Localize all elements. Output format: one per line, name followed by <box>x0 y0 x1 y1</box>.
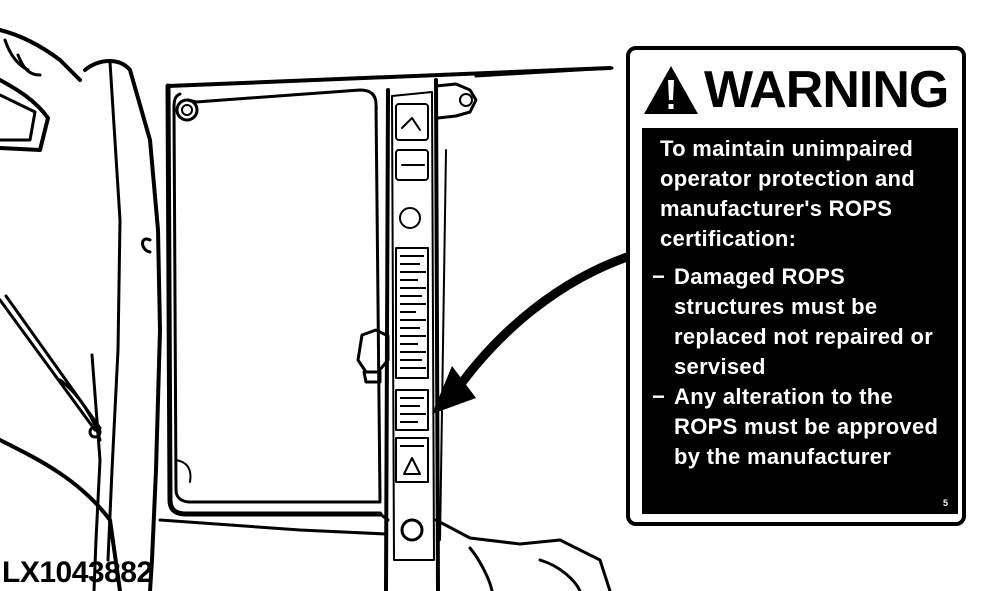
warning-item-text: Any alteration to the ROPS must be appro… <box>674 384 939 469</box>
warning-item-text: Damaged ROPS structures must be replaced… <box>674 264 934 379</box>
dash-outline <box>0 28 82 82</box>
dash-marker: − <box>652 264 666 289</box>
warning-item: − Damaged ROPS structures must be replac… <box>652 262 948 382</box>
warning-item: − Any alteration to the ROPS must be app… <box>652 382 948 472</box>
b-pillar <box>384 88 390 591</box>
figure-id: LX1043882 <box>2 556 153 589</box>
warning-triangle-icon <box>644 66 698 114</box>
warning-message-panel: To maintain unimpaired operator protecti… <box>642 128 958 514</box>
warning-label: WARNING To maintain unimpaired operator … <box>626 46 966 526</box>
pointer-arrow-line <box>453 251 635 393</box>
warning-title: WARNING <box>704 61 949 119</box>
pointer-arrow-head <box>432 366 476 414</box>
label-reference-number: 5 <box>942 498 948 508</box>
left-pillar <box>83 59 162 591</box>
warning-intro: To maintain unimpaired operator protecti… <box>660 136 916 251</box>
warning-header: WARNING <box>642 58 962 122</box>
door-handle <box>356 328 390 374</box>
dash-marker: − <box>652 384 666 409</box>
